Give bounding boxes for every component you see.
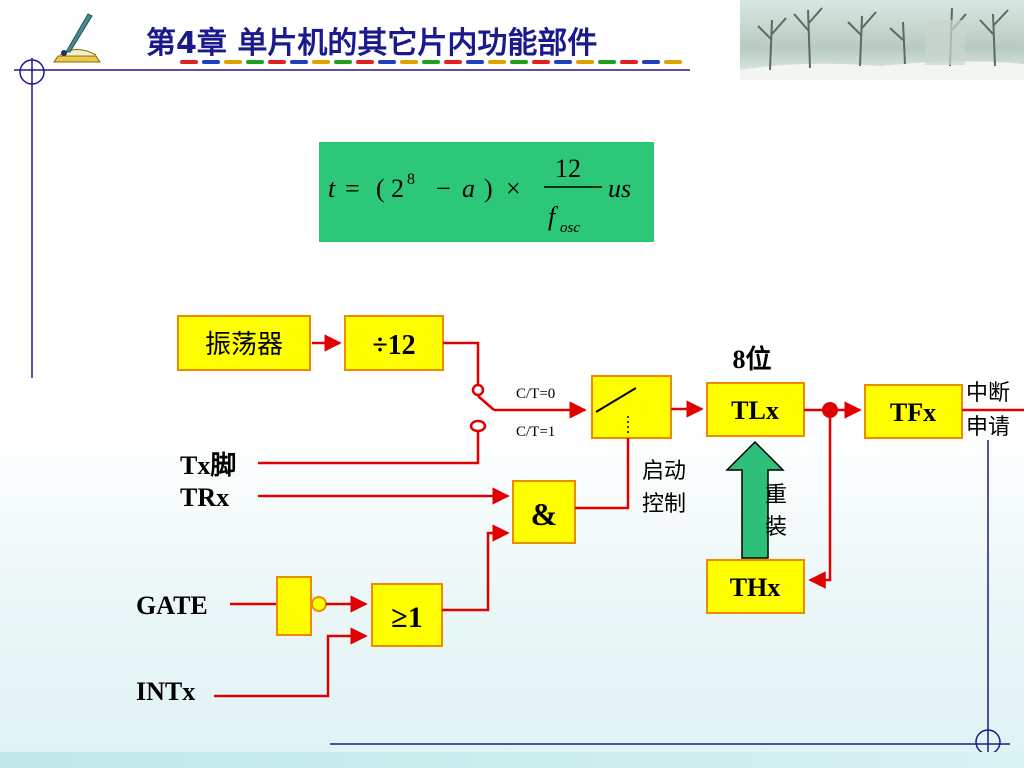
tl-label: TLx <box>731 396 779 425</box>
intx-label: INTx <box>136 677 195 706</box>
wire-reload <box>808 418 832 589</box>
start-control-label-line2: 控制 <box>642 492 686 517</box>
th-register-block: THx <box>706 559 805 614</box>
interrupt-label-line1: 中断 <box>966 381 1010 406</box>
or-gate-label: ≥1 <box>391 601 422 634</box>
start-control-label-line1: 启动 <box>642 459 686 484</box>
overflow-junction <box>822 402 838 418</box>
formula-den-f: f <box>548 202 559 231</box>
formula-base: 2 <box>391 174 404 203</box>
tf-flag-block: TFx <box>864 384 963 439</box>
gate-label: GATE <box>136 591 208 620</box>
oscillator-block: 振荡器 <box>177 315 311 371</box>
or-gate-block: ≥1 <box>371 583 443 647</box>
formula-open: ( <box>376 174 385 203</box>
interrupt-label-line2: 申请 <box>966 415 1010 440</box>
formula-unit: us <box>608 174 631 203</box>
and-gate-block: & <box>512 480 576 544</box>
quill-logo-icon <box>53 13 101 63</box>
divider-block: ÷12 <box>344 315 444 371</box>
formula-close: ) <box>484 174 493 203</box>
ct0-label: C/T=0 <box>516 386 555 402</box>
formula-den-sub: osc <box>560 220 580 236</box>
th-label: THx <box>730 573 781 602</box>
tl-register-block: TLx <box>706 382 805 437</box>
bits-label: 8位 <box>732 344 771 374</box>
control-switch-block <box>591 375 672 439</box>
crosshair-bottom-right-icon <box>975 440 1001 768</box>
wire-tx-pin <box>258 431 480 465</box>
formula-eq: = <box>345 174 360 203</box>
contact-ct0 <box>471 383 485 397</box>
page-title: 第4章 单片机的其它片内功能部件 <box>146 26 597 61</box>
formula-lhs: t <box>328 174 336 203</box>
oscillator-label: 振荡器 <box>205 330 283 360</box>
formula-exp: 8 <box>407 171 415 188</box>
tx-pin-label: Tx脚 <box>180 451 236 480</box>
formula-minus: − <box>436 174 451 203</box>
reload-arrow-icon <box>725 440 785 559</box>
formula-box: t = ( 2 8 − a ) × 12 f osc us <box>319 142 654 242</box>
divider-label: ÷12 <box>372 330 415 361</box>
header-photo <box>740 0 1024 80</box>
wire-div-to-ct0 <box>443 341 480 384</box>
wire-or-to-and <box>442 524 510 612</box>
selector-switch-arm <box>477 395 495 411</box>
tf-label: TFx <box>890 398 936 427</box>
footer-band <box>0 752 1024 768</box>
contact-ct1 <box>469 419 487 433</box>
formula-var: a <box>462 174 475 203</box>
wire-intx <box>214 627 368 698</box>
trx-label: TRx <box>180 483 229 512</box>
reload-label-line2: 装 <box>765 515 787 540</box>
reload-label-line1: 重 <box>765 483 787 508</box>
and-gate-label: & <box>531 496 558 532</box>
formula-numerator: 12 <box>555 154 581 183</box>
crosshair-top-left-icon <box>19 58 45 378</box>
not-gate-block <box>276 576 327 636</box>
ct1-label: C/T=1 <box>516 424 555 440</box>
title-underline <box>180 60 682 64</box>
wire-and-to-control <box>575 438 630 510</box>
formula-times: × <box>506 174 521 203</box>
